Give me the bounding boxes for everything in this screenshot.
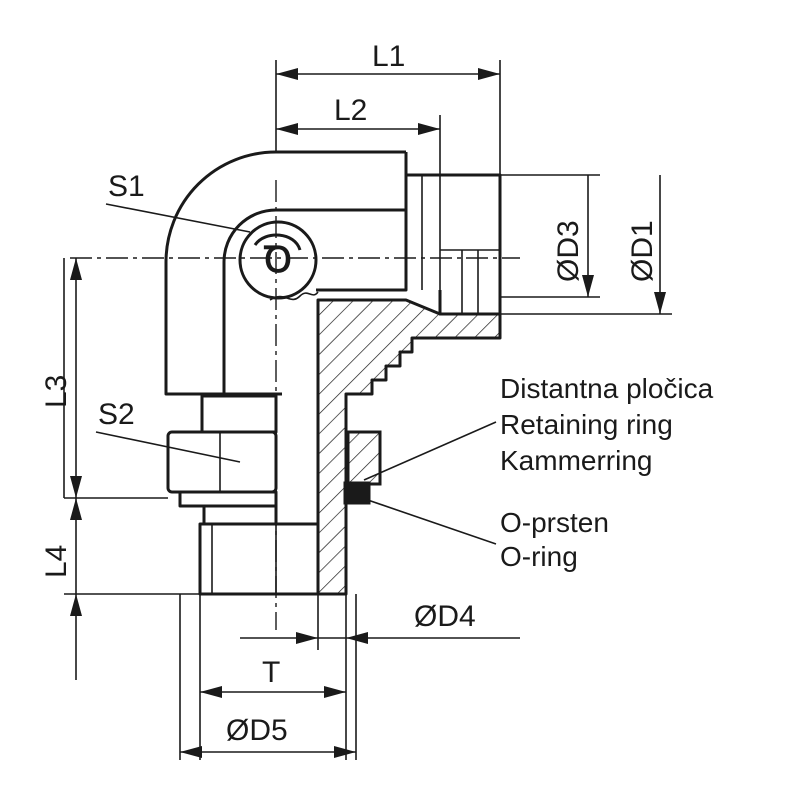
label-s1: S1	[108, 170, 145, 203]
stud-neck	[202, 504, 278, 526]
hatched-wall	[316, 298, 502, 596]
arrow-t-right	[324, 686, 346, 698]
arrow-d4	[346, 632, 368, 644]
arrow-d3	[582, 275, 594, 297]
label-s2: S2	[98, 398, 135, 431]
center-lines	[70, 180, 520, 630]
leader-s2	[95, 431, 241, 463]
arrow-t-left	[200, 686, 222, 698]
elbow-outline	[164, 150, 406, 396]
top-threaded-end	[406, 173, 502, 316]
label-d3: ØD3	[552, 220, 585, 282]
dimensions	[63, 60, 672, 760]
leader-o-ring	[361, 497, 497, 545]
lower-stud	[166, 394, 320, 596]
labels: L1 L2 S1 S2 L3 L4 ØD3 ØD1 ØD4 T ØD5 Dist…	[40, 40, 714, 747]
arrow-l2-left	[276, 123, 298, 135]
arrow-l1-right	[478, 68, 500, 80]
inner-passage-curve	[222, 208, 406, 394]
fitting-body	[164, 150, 408, 396]
label-l2: L2	[334, 94, 367, 127]
arrow-l4-bottom	[70, 594, 82, 616]
arrow-d4-inner	[296, 632, 318, 644]
section-view	[316, 298, 502, 596]
label-l4: L4	[40, 545, 73, 578]
arrow-d5-left	[180, 746, 202, 758]
hex-nut-s2	[166, 430, 278, 494]
callout-retaining-ring-1: Distantna pločica	[500, 373, 714, 404]
arrow-l1-left	[276, 68, 298, 80]
arrow-d5-right	[334, 746, 356, 758]
o-ring	[343, 481, 371, 505]
label-d5: ØD5	[226, 714, 288, 747]
label-d4: ØD4	[414, 600, 476, 633]
arrow-l3-top	[70, 258, 82, 280]
swivel-glyph: Ꝺ	[263, 239, 292, 280]
retaining-ring	[346, 430, 382, 486]
leader-s1	[105, 203, 251, 233]
callout-retaining-ring-3: Kammerring	[500, 445, 652, 476]
callout-o-ring-1: O-prsten	[500, 507, 609, 538]
label-t: T	[262, 656, 280, 689]
arrow-d1	[654, 292, 666, 314]
leader-retaining-ring	[363, 421, 497, 481]
swivel-circle	[238, 220, 318, 300]
arrow-l3-bottom	[70, 476, 82, 498]
s1-symbol: Ꝺ	[238, 220, 318, 300]
nut-upper-band	[200, 394, 278, 434]
ring-assembly	[343, 430, 382, 505]
label-l3: L3	[40, 375, 73, 408]
label-l1: L1	[372, 40, 405, 73]
callout-o-ring-2: O-ring	[500, 541, 578, 572]
arrow-l2-right	[418, 123, 440, 135]
arrow-l4-top	[70, 498, 82, 520]
stud-thread	[198, 522, 320, 596]
callout-retaining-ring-2: Retaining ring	[500, 409, 673, 440]
label-d1: ØD1	[626, 220, 659, 282]
nut-washer	[178, 490, 278, 508]
swivel-arc	[253, 233, 302, 251]
body-shoulder	[316, 152, 408, 292]
top-end-outline	[406, 173, 502, 316]
